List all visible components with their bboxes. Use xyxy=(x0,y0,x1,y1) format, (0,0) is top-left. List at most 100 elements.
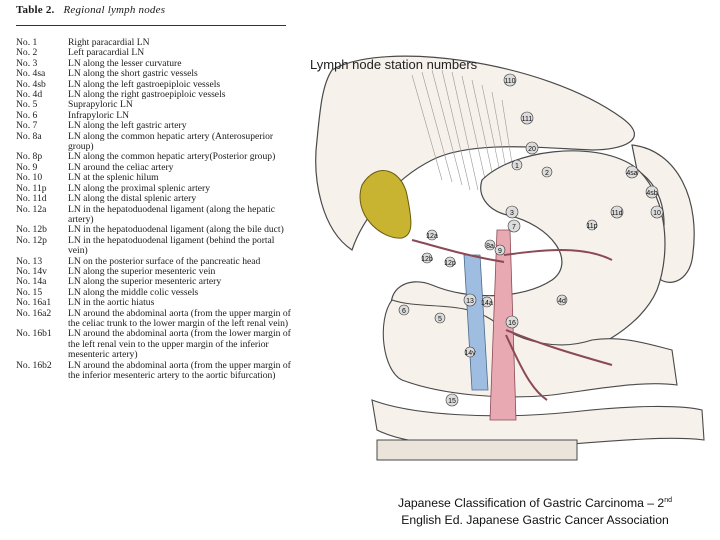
station-description: LN in the hepatoduodenal ligament (along… xyxy=(68,224,284,236)
station-description: LN along the proximal splenic artery xyxy=(68,182,210,194)
station-number: No. 11p xyxy=(16,182,47,194)
station-description: LN along the middle colic vessels xyxy=(68,286,199,298)
caption-superscript: nd xyxy=(664,497,672,504)
station-label: 110 xyxy=(504,78,515,85)
station-description: LN at the splenic hilum xyxy=(68,172,159,184)
table-row: No. 13 LN on the posterior surface of the… xyxy=(16,255,292,267)
station-label: 20 xyxy=(528,146,536,153)
station-description: LN around the celiac artery xyxy=(68,161,174,173)
table-title: Table 2. Regional lymph nodes xyxy=(16,4,165,16)
station-description: LN along the superior mesenteric vein xyxy=(68,265,216,277)
station-label: 4d xyxy=(558,298,566,305)
table-rule xyxy=(16,25,286,26)
source-caption: Japanese Classification of Gastric Carci… xyxy=(370,492,700,529)
station-description: LN along the lesser curvature xyxy=(68,57,182,69)
station-number: No. 1 xyxy=(16,37,38,48)
station-label: 4sa xyxy=(626,170,637,177)
caption-text-1: Japanese Classification of Gastric Carci… xyxy=(397,496,665,510)
station-description: LN along the right gastroepiploic vessel… xyxy=(68,89,226,101)
station-number: No. 16b1 xyxy=(16,328,52,340)
station-number: No. 16b2 xyxy=(16,359,52,371)
gallbladder xyxy=(359,170,412,239)
station-label: 13 xyxy=(466,298,474,305)
station-description: LN along the left gastric artery xyxy=(68,120,187,132)
station-number: No. 16a2 xyxy=(16,307,52,319)
caption-line-1: Japanese Classification of Gastric Carci… xyxy=(370,492,700,512)
station-label: 16 xyxy=(508,320,516,327)
table-row: No. 9 LN around the celiac artery xyxy=(16,161,292,173)
station-number: No. 6 xyxy=(16,109,38,121)
station-description: LN around the abdominal aorta (from the … xyxy=(68,307,291,329)
station-description: Left paracardial LN xyxy=(68,47,145,59)
station-label: 11p xyxy=(586,223,597,230)
pancreas xyxy=(382,299,678,398)
vessel-branches xyxy=(411,239,613,401)
station-description: Suprapyloric LN xyxy=(68,99,133,111)
station-description: Right paracardial LN xyxy=(68,37,150,48)
station-label: 3 xyxy=(510,210,514,217)
caption-line-2: English Ed. Japanese Gastric Cancer Asso… xyxy=(401,513,669,527)
station-number: No. 16a1 xyxy=(16,297,52,309)
station-number: No. 13 xyxy=(16,255,43,267)
station-label: 111 xyxy=(522,116,533,123)
station-number: No. 4sa xyxy=(16,68,46,80)
station-label: 8a xyxy=(486,243,494,250)
station-label: 7 xyxy=(512,224,516,231)
station-number: No. 12b xyxy=(16,224,47,236)
spleen xyxy=(631,144,695,283)
station-label: 10 xyxy=(653,210,661,217)
station-number: No. 9 xyxy=(16,161,38,173)
station-description: LN around the abdominal aorta (from the … xyxy=(68,359,291,381)
station-label: 6 xyxy=(402,308,406,315)
station-description: LN on the posterior surface of the pancr… xyxy=(68,255,261,267)
station-number: No. 12a xyxy=(16,203,47,215)
table-row: No. 4sa LN along the short gastric vessel… xyxy=(16,68,292,80)
table-row: No. 16a2 LN around the abdominal aorta (f… xyxy=(16,307,292,330)
lymph-node-table: Table 2. Regional lymph nodes No. 1 Right… xyxy=(12,0,292,540)
lymph-nodes xyxy=(398,73,664,407)
table-rows: No. 1 Right paracardial LN No. 2 Left parac… xyxy=(16,37,292,382)
station-number: No. 8a xyxy=(16,130,42,142)
table-row: No. 11p LN along the proximal splenic art… xyxy=(16,182,292,194)
aorta xyxy=(489,229,517,421)
station-number: No. 14v xyxy=(16,265,47,277)
table-row: No. 12b LN in the hepatoduodenal ligament… xyxy=(16,224,292,236)
liver xyxy=(315,55,636,251)
table-row: No. 16b2 LN around the abdominal aorta (f… xyxy=(16,359,292,382)
station-description: Infrapyloric LN xyxy=(68,109,130,121)
station-label: 4sb xyxy=(646,190,657,197)
station-number: No. 2 xyxy=(16,47,38,59)
table-row: No. 11d LN along the distal splenic arter… xyxy=(16,193,292,205)
station-description: LN in the aortic hiatus xyxy=(68,297,155,309)
table-row: No. 2 Left paracardial LN xyxy=(16,47,292,59)
table-row: No. 16a1 LN in the aortic hiatus xyxy=(16,297,292,309)
station-label: 12a xyxy=(426,233,438,240)
station-description: LN along the short gastric vessels xyxy=(68,68,198,80)
station-label: 12p xyxy=(444,260,456,267)
station-label: 15 xyxy=(448,398,456,405)
station-label: 9 xyxy=(498,248,502,255)
station-number: No. 11d xyxy=(16,193,47,205)
station-description: LN along the distal splenic artery xyxy=(68,193,197,205)
table-name: Regional lymph nodes xyxy=(63,4,166,16)
station-label: 14a xyxy=(481,300,493,307)
station-description: LN along the left gastroepiploic vessels xyxy=(68,78,221,90)
station-label: 14v xyxy=(464,350,476,357)
station-description: LN along the superior mesenteric artery xyxy=(68,276,222,288)
station-label: 12b xyxy=(421,256,433,263)
station-label: 11d xyxy=(611,210,622,217)
table-row: No. 6 Infrapyloric LN xyxy=(16,109,292,121)
station-label: 5 xyxy=(438,316,442,323)
